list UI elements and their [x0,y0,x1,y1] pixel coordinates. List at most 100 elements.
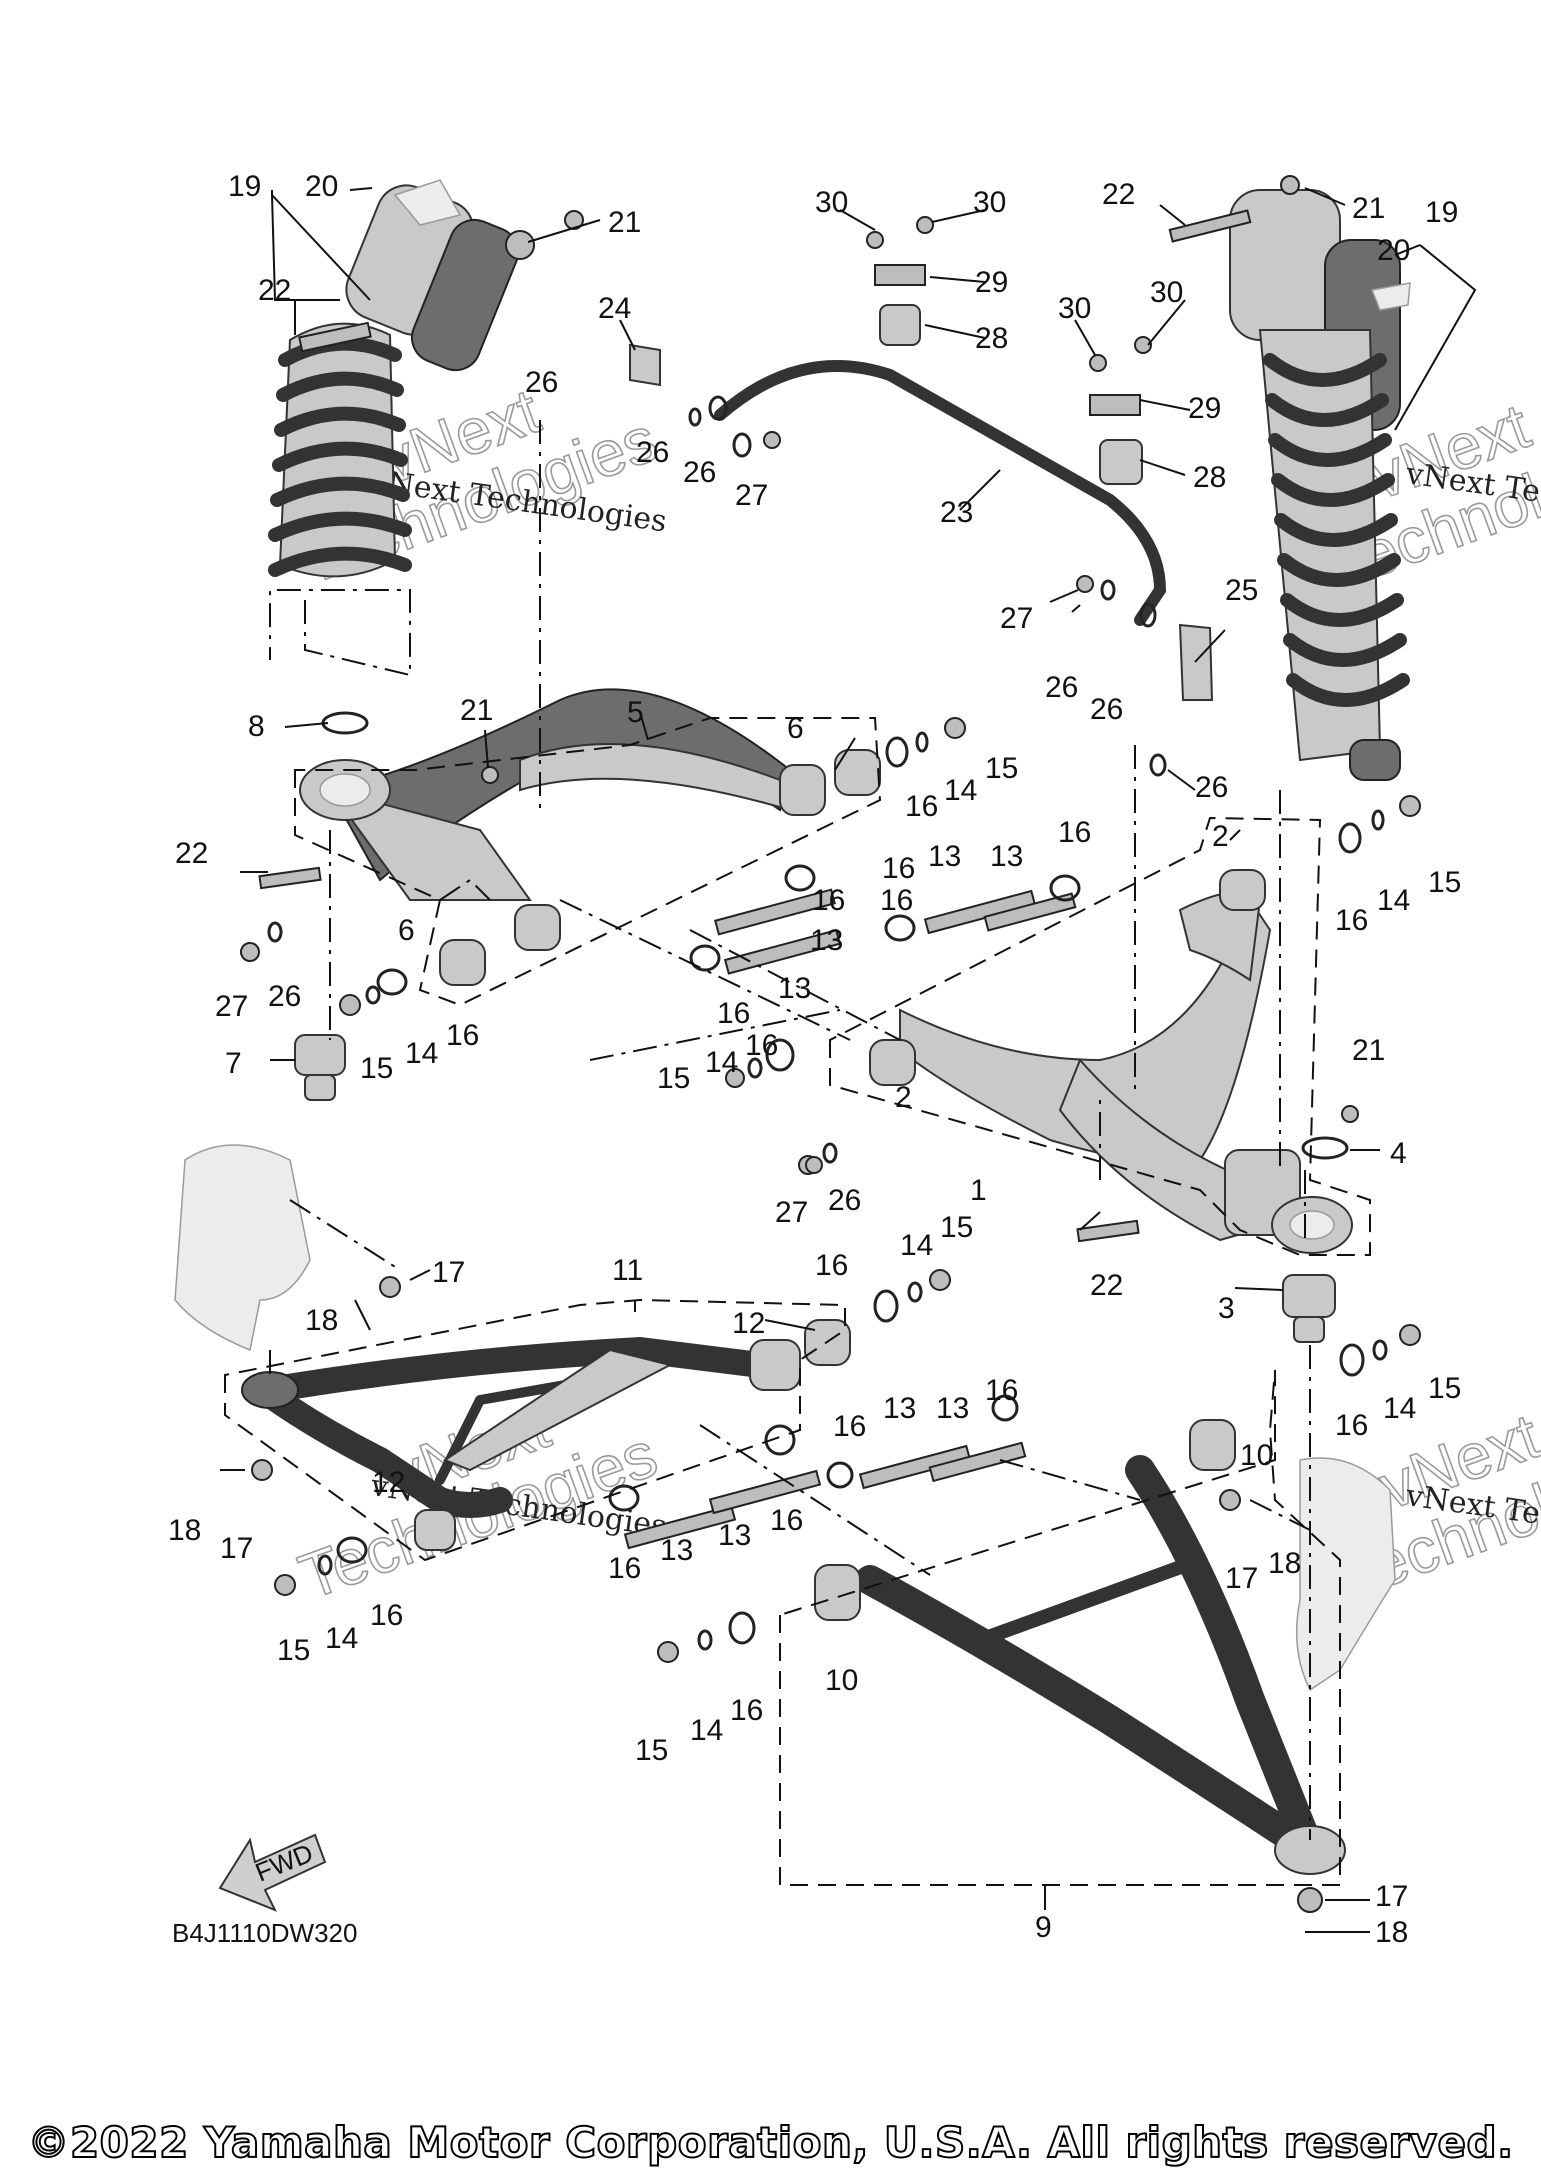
callout-c4: 4 [1390,1137,1407,1170]
callout-c26b: 26 [636,436,669,469]
callout-c2a: 2 [1212,820,1229,853]
callout-c15f: 15 [1428,1372,1461,1405]
callout-c21d: 21 [1352,1034,1385,1067]
callout-c17a: 17 [432,1256,465,1289]
callout-c1: 1 [970,1174,987,1207]
callout-c15c: 15 [360,1052,393,1085]
callout-c30c: 30 [1058,292,1091,325]
callout-c14e: 14 [900,1229,933,1262]
ball-joint-upper [294,1034,346,1101]
callout-c12a: 12 [732,1307,765,1340]
callout-c19b: 19 [1425,196,1458,229]
callout-c16h: 16 [446,1019,479,1052]
callout-c14f: 14 [1383,1392,1416,1425]
washers-and-nuts [240,395,1421,1913]
callout-c15a: 15 [985,752,1018,785]
shock-absorber-right [1168,175,1411,781]
callout-c14g: 14 [325,1622,358,1655]
callout-c16b: 16 [1335,904,1368,937]
callout-c16k: 16 [1335,1409,1368,1442]
callout-c27d: 27 [775,1196,808,1229]
callout-c16p: 16 [370,1599,403,1632]
callout-c15h: 15 [635,1734,668,1767]
callout-c13c: 13 [810,924,843,957]
callout-c21a: 21 [608,206,641,239]
callout-c24: 24 [598,292,631,325]
callout-c11: 11 [612,1254,643,1287]
callout-c16c: 16 [1058,816,1091,849]
stabilizer-bar [629,216,1214,701]
upper-arm-left [299,688,881,986]
callout-c16n: 16 [770,1504,803,1537]
callout-c25: 25 [1225,574,1258,607]
callout-c15g: 15 [277,1634,310,1667]
callout-c18a: 18 [305,1304,338,1337]
callout-c16g: 16 [717,997,750,1030]
fwd-arrow-icon: FWD [218,1833,327,1912]
callout-c6b: 6 [398,914,415,947]
callout-c16f: 16 [880,884,913,917]
callout-c28a: 28 [975,322,1008,355]
callout-c30b: 30 [973,186,1006,219]
callout-c22d: 22 [1090,1269,1123,1302]
callout-c13f: 13 [936,1392,969,1425]
callout-c16e: 16 [812,884,845,917]
callout-c26g: 26 [268,980,301,1013]
callout-c29a: 29 [975,266,1008,299]
callout-c17b: 17 [220,1532,253,1565]
callout-c15b: 15 [1428,866,1461,899]
callout-c26c: 26 [683,456,716,489]
callout-c2b: 2 [895,1081,912,1114]
callout-c18b: 18 [168,1514,201,1547]
circlip-8 [321,711,369,735]
callout-c10b: 10 [825,1664,858,1697]
steering-knuckle-right [1295,1457,1396,1692]
callout-c26h: 26 [828,1184,861,1217]
callout-c14d: 14 [705,1046,738,1079]
callout-c20b: 20 [1377,234,1410,267]
callout-c6a: 6 [787,712,804,745]
callout-c16m: 16 [833,1410,866,1443]
callout-c28b: 28 [1193,461,1226,494]
callout-c23: 23 [940,496,973,529]
callout-c16d: 16 [882,852,915,885]
callout-c26d: 26 [1045,671,1078,704]
callout-c16j: 16 [815,1249,848,1282]
steering-knuckle-left [174,1144,311,1352]
callout-c22a: 22 [258,274,291,307]
callout-c12b: 12 [372,1466,405,1499]
callout-c9: 9 [1035,1911,1052,1944]
callout-c14c: 14 [405,1037,438,1070]
callout-c16i: 16 [745,1029,778,1062]
lower-arm-right [814,1419,1346,1875]
callout-c20a: 20 [305,170,338,203]
callout-c17c: 17 [1225,1562,1258,1595]
callout-c14a: 14 [944,774,977,807]
callout-c29b: 29 [1188,392,1221,425]
callout-c5: 5 [627,696,644,729]
shock-absorber-left [268,179,584,578]
callout-c21c: 21 [460,694,493,727]
callout-c30a: 30 [815,186,848,219]
callout-c7: 7 [225,1047,242,1080]
bolts-13 [258,866,1140,1550]
callout-c30d: 30 [1150,276,1183,309]
callout-c16q: 16 [730,1694,763,1727]
callout-c15e: 15 [940,1211,973,1244]
callout-c18d: 18 [1375,1916,1408,1949]
callout-c16o: 16 [608,1552,641,1585]
leader-lines [220,187,1477,1933]
assembly-boundaries [224,717,1371,1886]
callout-c13e: 13 [883,1392,916,1425]
callout-c13a: 13 [928,840,961,873]
callout-c21b: 21 [1352,192,1385,225]
callout-c13d: 13 [778,972,811,1005]
callout-c26a: 26 [525,366,558,399]
callout-c13g: 13 [660,1534,693,1567]
callout-c14b: 14 [1377,884,1410,917]
copyright-notice: ©2022 Yamaha Motor Corporation, U.S.A. A… [26,2117,1514,2168]
circlip-4 [1301,1136,1349,1160]
callout-c15d: 15 [657,1062,690,1095]
ball-joint-lower [1282,1274,1336,1343]
